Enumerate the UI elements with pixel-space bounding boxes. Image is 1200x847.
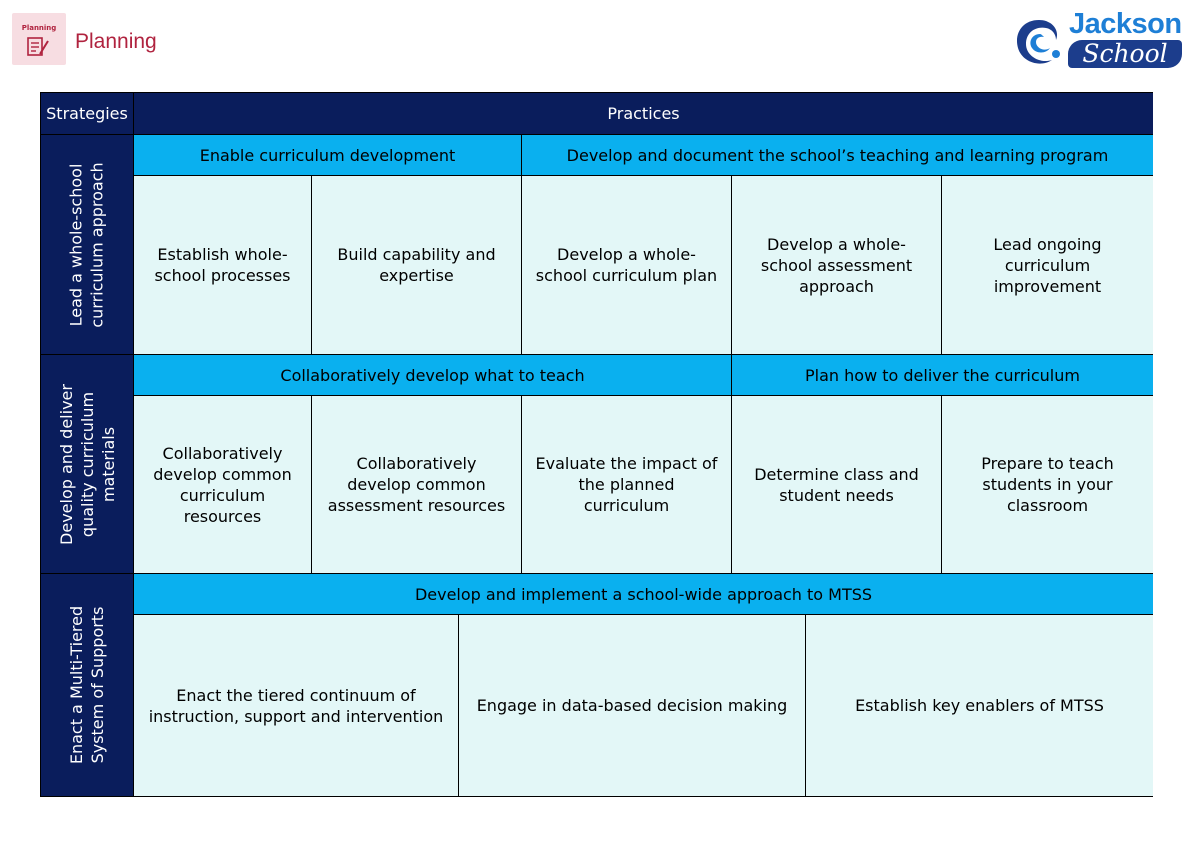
practice-cell: Develop a whole-school curriculum plan bbox=[522, 176, 732, 355]
logo-text-school: School bbox=[1068, 40, 1182, 68]
practice-cell: Establish whole-school processes bbox=[134, 176, 312, 355]
strategy-label-2: Develop and deliver quality curriculum m… bbox=[56, 384, 119, 545]
strategy-cell-1: Lead a whole-school curriculum approach bbox=[41, 135, 134, 355]
jackson-school-logo: Jackson School bbox=[1010, 8, 1185, 74]
strategy-2-line-2: quality curriculum bbox=[77, 391, 97, 537]
practice-cell: Lead ongoing curriculum improvement bbox=[942, 176, 1153, 355]
strategy-label-1: Lead a whole-school curriculum approach bbox=[66, 162, 108, 327]
logo-text-jackson: Jackson bbox=[1069, 8, 1182, 40]
planning-badge: Planning bbox=[12, 13, 66, 65]
strategy-label-3: Enact a Multi-Tiered System of Supports bbox=[66, 606, 108, 764]
group-header: Collaboratively develop what to teach bbox=[134, 355, 732, 396]
practice-cell: Develop a whole-school assessment approa… bbox=[732, 176, 942, 355]
planning-document-icon bbox=[27, 37, 49, 56]
practice-cell: Engage in data-based decision making bbox=[459, 615, 806, 796]
strategy-3-line-2: System of Supports bbox=[88, 606, 107, 764]
practice-cell: Prepare to teach students in your classr… bbox=[942, 396, 1153, 574]
group-header: Enable curriculum development bbox=[134, 135, 522, 176]
group-header: Develop and document the school’s teachi… bbox=[522, 135, 1153, 176]
strategy-2-line-3: materials bbox=[98, 426, 118, 502]
practice-cell: Collaboratively develop common curriculu… bbox=[134, 396, 312, 574]
logo-swirl-icon bbox=[1016, 20, 1060, 64]
practice-cell: Enact the tiered continuum of instructio… bbox=[134, 615, 459, 796]
group-header: Plan how to deliver the curriculum bbox=[732, 355, 1153, 396]
badge-label: Planning bbox=[21, 24, 57, 32]
strategy-1-line-2: curriculum approach bbox=[88, 161, 108, 328]
strategy-3-line-1: Enact a Multi-Tiered bbox=[67, 605, 86, 765]
practice-cell: Evaluate the impact of the planned curri… bbox=[522, 396, 732, 574]
strategy-2-line-1: Develop and deliver bbox=[56, 383, 76, 545]
strategies-header: Strategies bbox=[41, 93, 134, 135]
practice-cell: Build capability and expertise bbox=[312, 176, 522, 355]
group-header: Develop and implement a school-wide appr… bbox=[134, 574, 1153, 615]
practice-cell: Establish key enablers of MTSS bbox=[806, 615, 1153, 796]
strategy-cell-2: Develop and deliver quality curriculum m… bbox=[41, 355, 134, 574]
page-title: Planning bbox=[75, 30, 157, 53]
practice-cell: Determine class and student needs bbox=[732, 396, 942, 574]
strategy-1-line-1: Lead a whole-school bbox=[67, 163, 87, 326]
practice-cell: Collaboratively develop common assessmen… bbox=[312, 396, 522, 574]
curriculum-table: Strategies Practices Lead a whole-school… bbox=[40, 92, 1153, 797]
practices-header: Practices bbox=[134, 93, 1153, 135]
strategy-cell-3: Enact a Multi-Tiered System of Supports bbox=[41, 574, 134, 796]
